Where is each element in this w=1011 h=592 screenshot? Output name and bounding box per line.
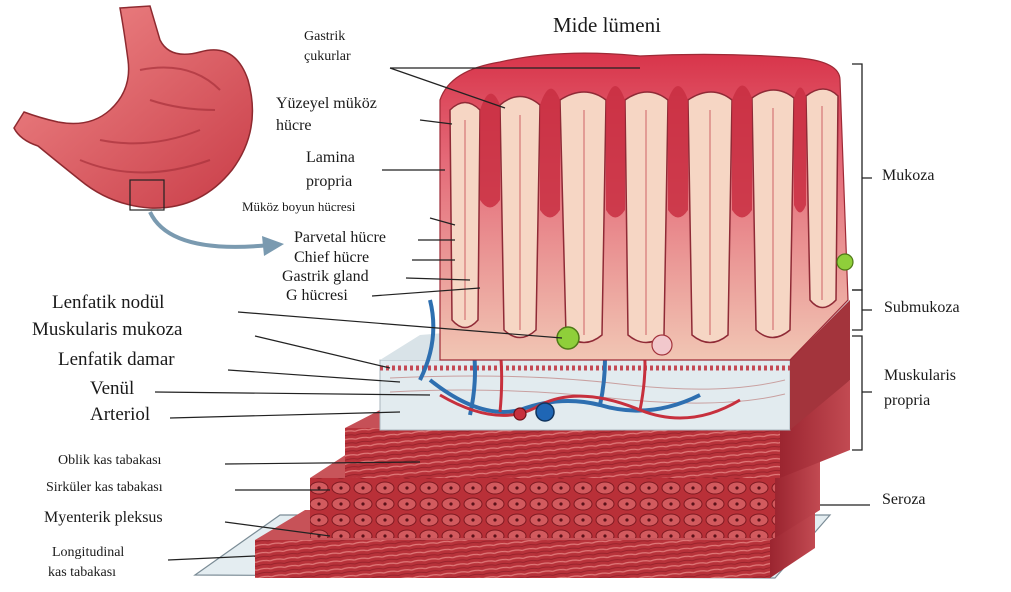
lumen-title: Mide lümeni — [553, 14, 661, 36]
label-longitudinal-1: Longitudinal — [52, 546, 124, 561]
layer-label-muskularis-1: Muskularis — [884, 368, 956, 385]
layer-label-submukoza: Submukoza — [884, 300, 960, 317]
label-arteriol: Arteriol — [90, 405, 150, 425]
label-chief: Chief hücre — [294, 250, 369, 267]
label-yuzeyel-1: Yüzeyel müköz — [276, 96, 377, 113]
label-yuzeyel-2: hücre — [276, 118, 312, 135]
label-parvetal: Parvetal hücre — [294, 230, 386, 247]
label-gastrik-cukurlar-1: Gastrik — [304, 30, 345, 45]
layer-label-seroza: Seroza — [882, 492, 926, 509]
label-lenfatik-damar: Lenfatik damar — [58, 350, 175, 370]
label-muskularis-mukoza: Muskularis mukoza — [32, 320, 182, 340]
layer-brackets — [852, 64, 872, 450]
label-sirkuler: Sirküler kas tabakası — [46, 481, 163, 496]
layer-label-muskularis-2: propria — [884, 393, 930, 410]
label-venul: Venül — [90, 379, 134, 399]
label-mukoz-boyun: Müköz boyun hücresi — [242, 200, 355, 214]
label-lenfatik-nodul: Lenfatik nodül — [52, 293, 164, 313]
label-longitudinal-2: kas tabakası — [48, 566, 116, 581]
layer-label-mukoza: Mukoza — [882, 168, 934, 185]
label-g-hucresi: G hücresi — [286, 288, 348, 305]
zoom-arrow — [150, 212, 270, 247]
label-myenterik: Myenterik pleksus — [44, 510, 163, 527]
mucosa-block — [440, 53, 853, 360]
label-lamina-1: Lamina — [306, 150, 355, 167]
label-gastrik-cukurlar-2: çukurlar — [304, 50, 351, 65]
label-lamina-2: propria — [306, 174, 352, 191]
stomach-icon — [14, 6, 284, 256]
label-oblik: Oblik kas tabakası — [58, 454, 161, 469]
label-gastrik-gland: Gastrik gland — [282, 269, 369, 286]
